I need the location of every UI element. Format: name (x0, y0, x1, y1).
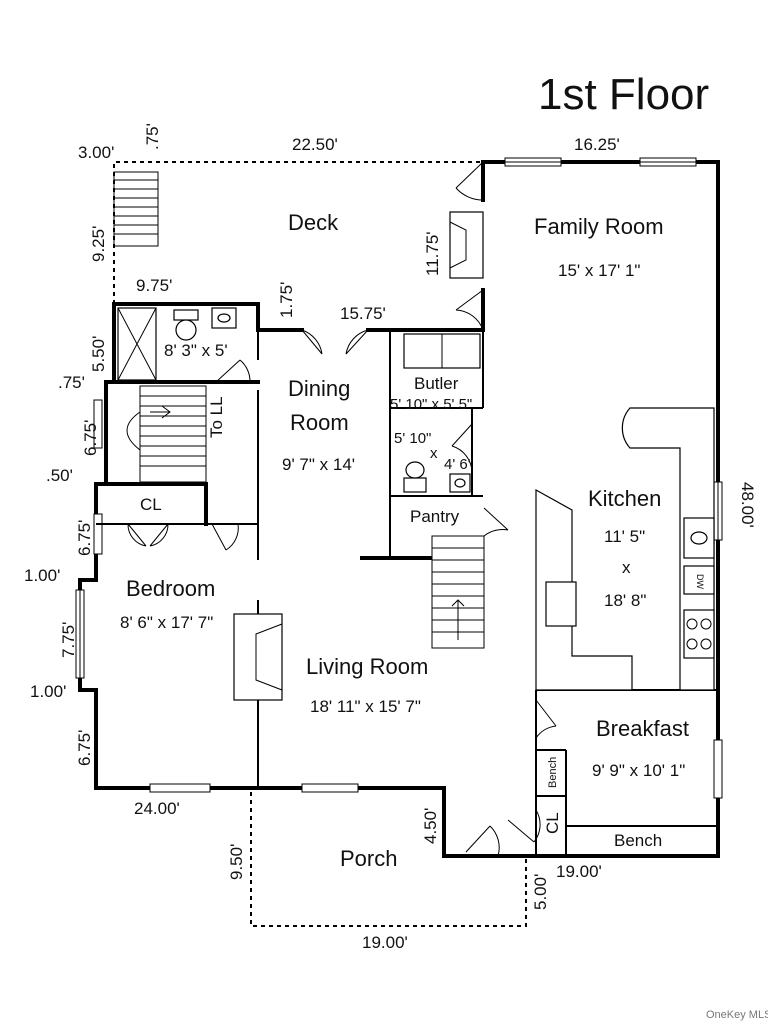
deck-outline (113, 161, 483, 304)
powder-size-3: 4' 6" (444, 456, 473, 473)
dim-stair-offset: .75' (58, 373, 85, 392)
dim-closet-height: 6.75' (75, 520, 94, 556)
dim-stair-height: 6.75' (81, 420, 100, 456)
dim-fireplace-depth: 11.75' (423, 231, 442, 276)
bedroom-label: Bedroom (126, 576, 215, 601)
toilet-icon (173, 309, 199, 341)
bench-small-label: Bench (547, 757, 559, 788)
closet-label-lower: CL (543, 812, 562, 834)
living-room-size: 18' 11" x 15' 7" (310, 697, 421, 716)
pantry-label: Pantry (410, 507, 460, 526)
breakfast-size: 9' 9" x 10' 1" (592, 761, 685, 780)
dining-room-size: 9' 7" x 14' (282, 455, 355, 474)
dim-dining-width: 15.75' (340, 304, 386, 323)
breakfast-label: Breakfast (596, 716, 689, 741)
watermark: OneKey MLS (706, 1009, 768, 1021)
dim-porch-width: 19.00' (362, 933, 408, 952)
powder-fixtures (403, 461, 471, 493)
stairs-to-ll (126, 385, 207, 483)
fireplace-family (449, 211, 484, 279)
kitchen-island (535, 488, 633, 691)
porch-label: Porch (340, 846, 397, 871)
dim-overall-depth: 48.00' (738, 482, 757, 528)
dim-porch-step: 5.00' (531, 874, 550, 910)
living-room-label: Living Room (306, 654, 428, 679)
bedroom-size: 8' 6" x 17' 7" (120, 613, 213, 632)
bath-size: 8' 3" x 5' (164, 341, 228, 360)
doors (127, 161, 557, 857)
dim-deck-height: 9.25' (89, 226, 108, 262)
dim-rear-width: 19.00' (556, 862, 602, 881)
shower (117, 307, 157, 381)
sink-icon (211, 307, 237, 329)
dim-bedroom-window: 7.75' (59, 622, 78, 658)
dim-family-width: 16.25' (574, 135, 620, 154)
butler-size: 5' 10" x 5' 5" (390, 396, 472, 413)
porch-outline (250, 792, 527, 927)
kitchen-size-1: 11' 5" (604, 527, 645, 546)
kitchen-size-2: x (622, 558, 631, 577)
dim-bedroom-jog-top: 1.00' (24, 566, 60, 585)
dim-wall-jog: 1.75' (277, 282, 296, 318)
dim-deck-corner: .75' (143, 123, 162, 150)
dim-bedroom-jog-bottom: 1.00' (30, 682, 66, 701)
dining-room-label-2: Room (290, 410, 349, 435)
kitchen-size-3: 18' 8" (604, 591, 646, 610)
closet-label-upper: CL (140, 495, 162, 514)
powder-size-1: 5' 10" (394, 430, 431, 447)
dim-porch-depth: 9.50' (227, 844, 246, 880)
dim-jog-small: .50' (46, 466, 73, 485)
main-staircase (431, 535, 485, 649)
dim-bedroom-lower: 6.75' (75, 730, 94, 766)
windows (75, 157, 723, 799)
to-ll-label: To LL (207, 396, 226, 438)
dim-bath-width: 9.75' (136, 276, 172, 295)
dim-deck-left-top: 3.00' (78, 143, 114, 162)
dishwasher-label: DW (695, 574, 705, 589)
dining-room-label-1: Dining (288, 376, 350, 401)
dim-bedroom-width: 24.00' (134, 799, 180, 818)
kitchen-label: Kitchen (588, 486, 661, 511)
family-room-label: Family Room (534, 214, 664, 239)
deck-label: Deck (288, 210, 339, 235)
butler-counter (403, 333, 481, 369)
family-room-size: 15' x 17' 1" (558, 261, 640, 280)
dim-entry-depth: 4.50' (421, 808, 440, 844)
floor-title: 1st Floor (538, 70, 709, 119)
butler-label: Butler (414, 374, 459, 393)
kitchen-peninsula (621, 407, 715, 691)
powder-size-2: x (430, 445, 438, 462)
fireplace-living (233, 613, 283, 701)
dim-deck-width: 22.50' (292, 135, 338, 154)
dim-bath-height: 5.50' (89, 336, 108, 372)
bench-long-label: Bench (614, 831, 662, 850)
